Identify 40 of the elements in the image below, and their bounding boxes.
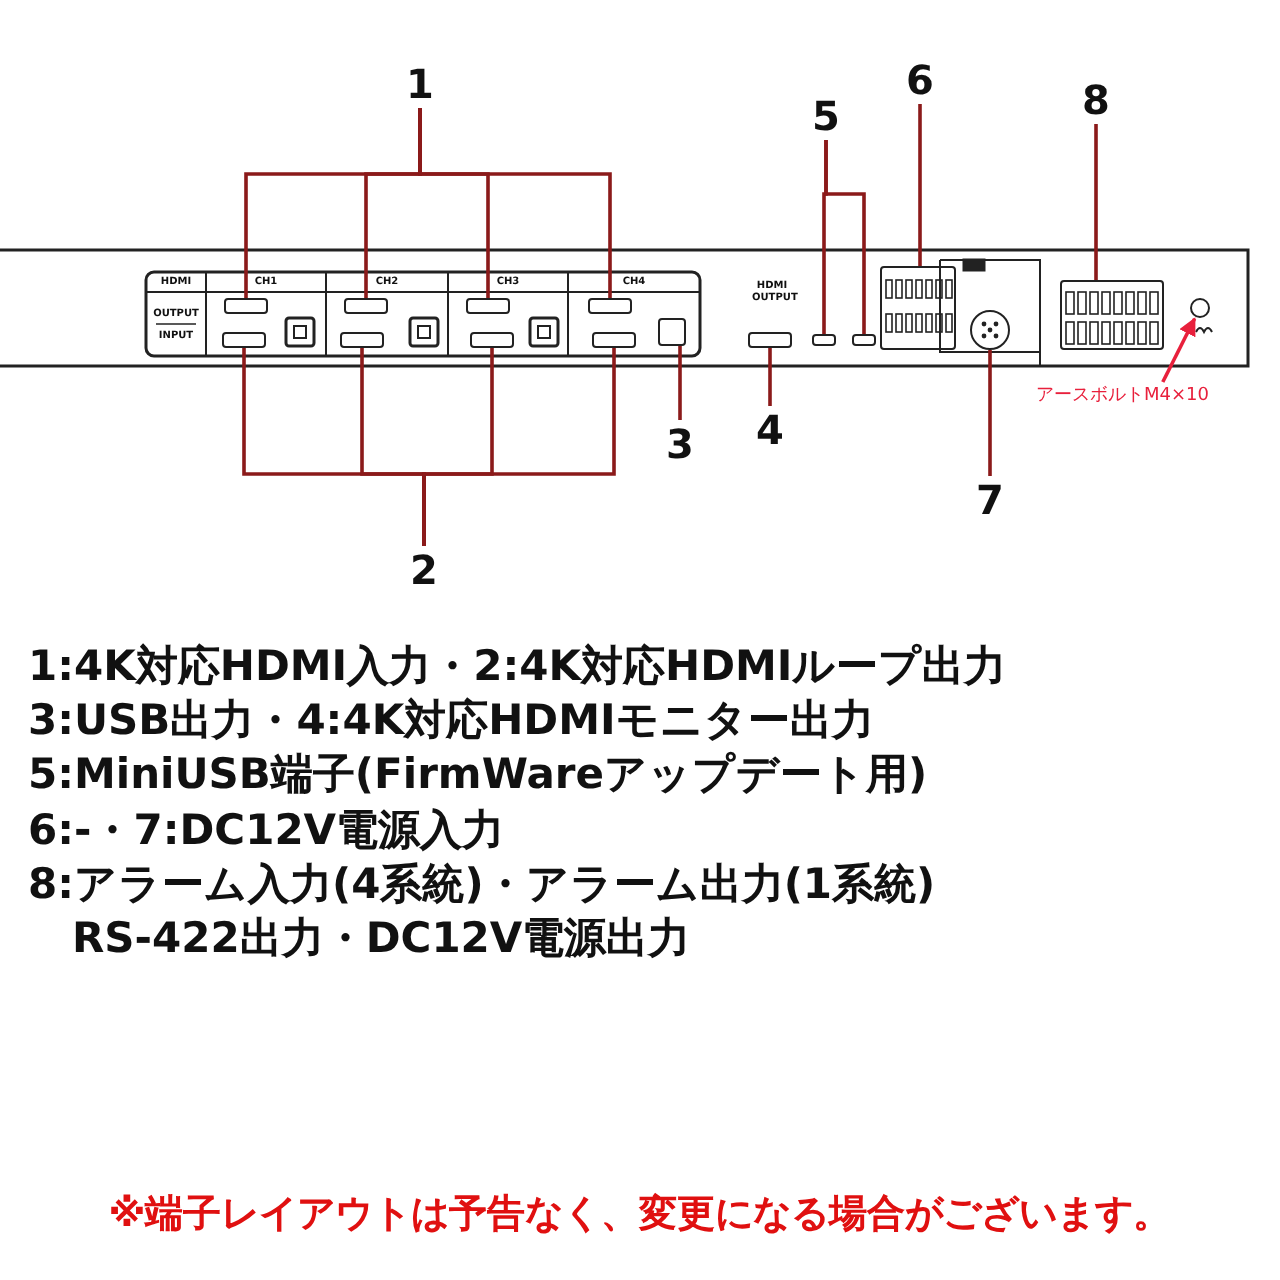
callout-number: 2 (404, 546, 444, 594)
callout-number: 6 (900, 56, 940, 104)
arrow (1161, 317, 1197, 383)
leader-line (824, 140, 866, 334)
port (466, 298, 510, 314)
port (224, 298, 268, 314)
port (748, 332, 792, 348)
description-text: RS-422出力・DC12V電源出力 (72, 912, 691, 964)
port (592, 332, 636, 348)
port (658, 318, 686, 346)
port (470, 332, 514, 348)
terminal-block (1060, 280, 1164, 350)
note-text: ※端子レイアウトは予告なく、変更になる場合がございます。 (106, 1190, 1174, 1240)
port (852, 334, 876, 346)
leader-line (678, 346, 682, 420)
earth-bolt (1190, 298, 1210, 318)
leader-line (1094, 124, 1098, 280)
description-text: 1:4K対応HDMI入力・2:4K対応HDMIループ出力 (28, 640, 1007, 692)
callout-number: 4 (750, 406, 790, 454)
leader-line (768, 348, 772, 406)
power-connector (970, 310, 1010, 350)
description-text: 8:アラーム入力(4系統)・アラーム出力(1系統) (28, 858, 936, 910)
callout-number: 1 (400, 60, 440, 108)
description-text: 5:MiniUSB端子(FirmWareアップデート用) (28, 748, 928, 800)
callout-number: 8 (1076, 76, 1116, 124)
callout-number: 5 (806, 92, 846, 140)
callout-text: アースボルトM4×10 (1036, 382, 1212, 410)
port (588, 298, 632, 314)
callout-number: 7 (970, 476, 1010, 524)
callout-number: 3 (660, 420, 700, 468)
description-text: 6:-・7:DC12V電源入力 (28, 804, 505, 856)
port (340, 332, 384, 348)
port (222, 332, 266, 348)
leader-line (418, 108, 612, 298)
port (812, 334, 836, 346)
description-text: 3:USB出力・4:4K対応HDMIモニター出力 (28, 694, 874, 746)
port (344, 298, 388, 314)
leader-line (988, 350, 992, 476)
terminal-block (880, 266, 956, 350)
leader-line (918, 104, 922, 266)
